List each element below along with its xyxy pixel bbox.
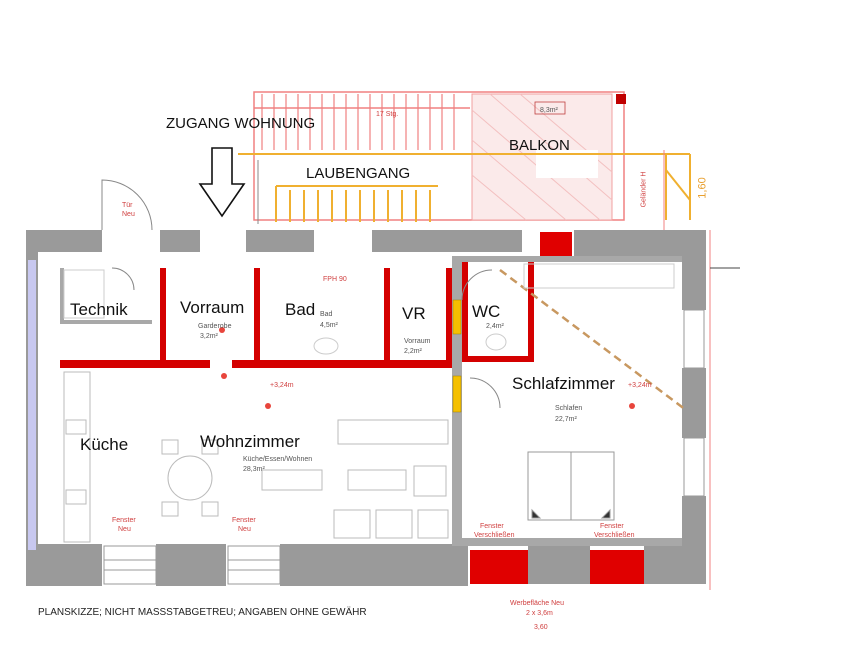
level-wohnen: +3,24m xyxy=(270,382,294,389)
label-bad: Bad xyxy=(285,300,316,319)
door-insets xyxy=(452,299,462,413)
fenster-verschl-2: Fenster xyxy=(600,523,624,530)
neu-2: Neu xyxy=(238,526,251,533)
sofa-furniture xyxy=(261,419,449,539)
new-interior-walls xyxy=(60,262,534,368)
wc-area: 2,4m² xyxy=(486,323,504,330)
new-wall-elements xyxy=(470,232,644,584)
neu-1: Neu xyxy=(118,526,131,533)
schlafen-subtitle: Schlafen xyxy=(555,405,583,412)
label-zugang-wohnung: ZUGANG WOHNUNG xyxy=(166,115,316,132)
stair-hatching xyxy=(261,94,455,150)
label-technik: Technik xyxy=(70,300,128,319)
label-vorraum: Vorraum xyxy=(180,298,245,317)
werbe-dim: 2 x 3,6m xyxy=(526,610,553,617)
interior-walls xyxy=(60,256,682,546)
window-openings xyxy=(103,309,705,585)
schlafen-area: 22,7m² xyxy=(555,416,577,423)
level-schlafen: +3,24m xyxy=(628,382,652,389)
kitchen-furniture xyxy=(63,371,91,543)
fenster-neu-2: Fenster xyxy=(232,517,256,524)
wohnen-area: 28,3m² xyxy=(243,466,265,473)
stair-count: 17 Stg. xyxy=(376,111,399,118)
balkon-area: 8,3m² xyxy=(540,107,558,114)
bad-subtitle: Bad xyxy=(320,311,333,318)
tuer-label: Tür xyxy=(122,202,133,209)
wohnen-subtitle: Küche/Essen/Wohnen xyxy=(243,456,313,463)
label-vr: VR xyxy=(402,304,426,323)
bath-fixtures xyxy=(63,263,675,355)
verschl-1: Verschließen xyxy=(474,532,515,539)
left-blue-strip xyxy=(28,260,36,550)
label-balkon: BALKON xyxy=(509,137,570,154)
dimension-label: 3,60 xyxy=(534,624,548,631)
tuer-neu-label: Neu xyxy=(122,211,135,218)
level-markers xyxy=(219,327,635,409)
gelaender-label: Geländer H xyxy=(640,171,648,208)
vorraum-area: 3,2m² xyxy=(200,333,218,340)
fph-label: FPH 90 xyxy=(323,276,347,283)
werbe-label: Werbefläche Neu xyxy=(510,600,564,607)
height-label: 1,60 xyxy=(696,177,709,199)
verschl-2: Verschließen xyxy=(594,532,635,539)
vr-area: 2,2m² xyxy=(404,348,422,355)
label-kueche: Küche xyxy=(80,435,129,454)
door-swings xyxy=(101,179,501,409)
fenster-neu-1: Fenster xyxy=(112,517,136,524)
label-wohnzimmer: Wohnzimmer xyxy=(200,432,300,451)
bed xyxy=(527,451,615,521)
laubengang-lines xyxy=(238,153,691,222)
vorraum-subtitle: Garderobe xyxy=(198,323,232,330)
label-schlafzimmer: Schlafzimmer xyxy=(512,374,615,393)
upper-structure-lines xyxy=(253,91,625,221)
fenster-verschl-1: Fenster xyxy=(480,523,504,530)
disclaimer: PLANSKIZZE; NICHT MASSSTABGETREU; ANGABE… xyxy=(38,607,367,618)
label-laubengang: LAUBENGANG xyxy=(306,165,411,182)
entrance-arrow-icon xyxy=(198,147,246,218)
label-wc: WC xyxy=(472,302,501,321)
bad-area: 4,5m² xyxy=(320,322,338,329)
vr-subtitle: Vorraum xyxy=(404,338,431,345)
exterior-walls xyxy=(26,230,706,586)
dining-table xyxy=(161,439,219,517)
